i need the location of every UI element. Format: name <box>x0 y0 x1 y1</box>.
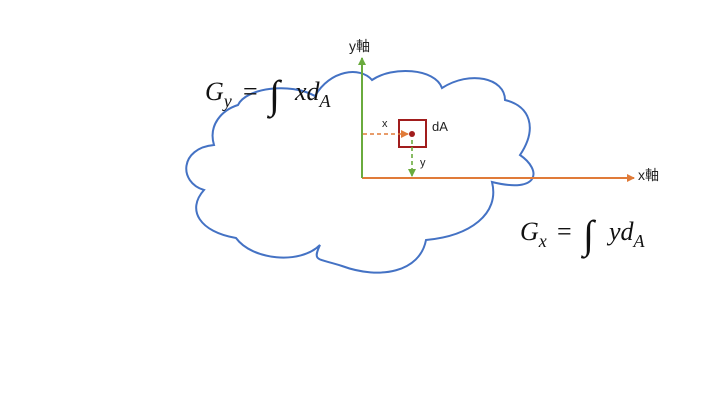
formula-gx-equals: = <box>557 217 572 246</box>
formula-gx-integrand: yd <box>606 217 635 246</box>
area-element-label: dA <box>432 119 448 134</box>
formula-gx: Gx = ∫ ydA <box>520 212 646 259</box>
x-axis-label: x軸 <box>638 167 659 183</box>
formula-gx-integrand-subscript: A <box>633 231 646 251</box>
x-distance-label: x <box>382 118 388 130</box>
y-axis-label: y軸 <box>349 38 370 54</box>
cloud-region <box>185 70 535 274</box>
svg-text:xdA: xdA <box>294 77 332 111</box>
svg-text:Gy: Gy <box>205 77 232 111</box>
formula-gy-integrand: xd <box>294 77 321 106</box>
area-element-centroid-dot <box>409 131 415 137</box>
formula-gy-subscript: y <box>222 91 232 111</box>
svg-text:Gx: Gx <box>520 217 547 251</box>
formula-gy: Gy = ∫ xdA <box>205 72 332 119</box>
formula-gy-integrand-subscript: A <box>319 91 332 111</box>
formula-gx-symbol: G <box>520 217 539 246</box>
formula-gy-equals: = <box>243 77 258 106</box>
formula-gy-integral: ∫ <box>266 72 283 119</box>
formula-gy-symbol: G <box>205 77 224 106</box>
svg-text:ydA: ydA <box>606 217 646 251</box>
y-distance-label: y <box>420 157 426 169</box>
formula-gx-subscript: x <box>538 231 547 251</box>
formula-gx-integral: ∫ <box>580 212 597 259</box>
